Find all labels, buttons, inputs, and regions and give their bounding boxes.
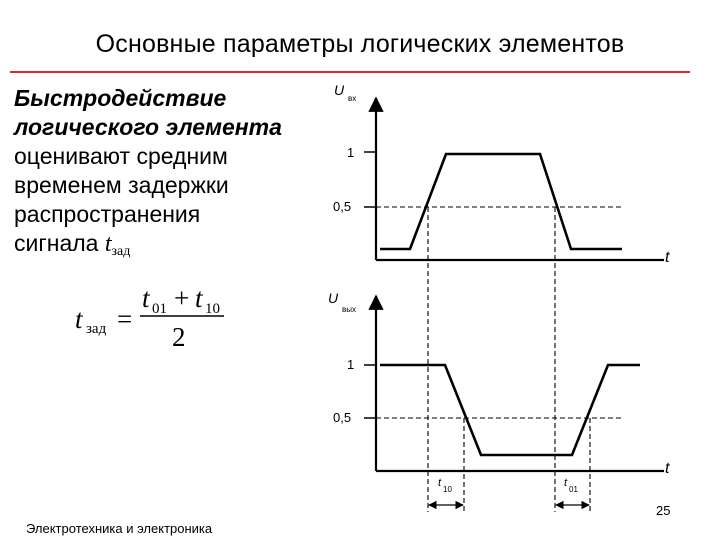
delay-t10: t 10 — [428, 477, 464, 510]
input-level-half: 0,5 — [333, 199, 351, 214]
title-divider — [10, 71, 690, 73]
output-time-label: t — [665, 460, 670, 477]
delay-t01-label: t — [564, 477, 568, 489]
input-level-high: 1 — [347, 145, 354, 160]
text-line-2: логического элемента — [14, 114, 282, 140]
output-axis-label-sub: вых — [342, 305, 356, 314]
output-axis-label: U — [328, 290, 339, 306]
formula-num-a-sub: 01 — [152, 301, 167, 317]
output-plot: U вых 1 0,5 t — [328, 290, 670, 477]
text-line-1: Быстродействие — [14, 85, 227, 111]
output-level-high: 1 — [347, 357, 354, 372]
output-level-half: 0,5 — [333, 410, 351, 425]
projection-lines — [427, 207, 591, 512]
delay-symbol: tзад — [104, 231, 131, 259]
delay-symbol-t: t — [104, 231, 112, 257]
formula-equals: = — [117, 304, 132, 334]
formula-lhs: t — [75, 304, 84, 334]
input-time-label: t — [665, 249, 670, 266]
text-line-3: оценивают средним — [14, 143, 228, 169]
delay-formula: t зад = t 01 + t 10 2 — [75, 283, 224, 352]
slide-title: Основные параметры логических элементов — [95, 30, 625, 58]
input-axis-label-sub: вх — [348, 94, 356, 103]
footer-course-name: Электротехника и электроника — [26, 521, 213, 536]
delay-t10-label: t — [438, 477, 442, 489]
formula-num-a: t — [142, 283, 151, 313]
formula-lhs-sub: зад — [86, 321, 107, 337]
delay-t01: t 01 — [555, 477, 590, 510]
formula-num-b: t — [195, 283, 204, 313]
input-signal — [380, 152, 622, 251]
delay-t10-sub: 10 — [443, 485, 452, 494]
input-axis-label: U — [334, 82, 345, 98]
input-plot: U вх 1 0,5 t — [333, 82, 670, 266]
text-line-5: распространения — [14, 201, 201, 227]
delay-symbol-sub: зад — [111, 244, 131, 259]
text-line-4: временем задержки — [14, 172, 229, 198]
text-line-6-prefix: сигнала — [14, 230, 99, 256]
description-text: Быстродействие логического элемента оцен… — [14, 84, 314, 266]
formula-denominator: 2 — [172, 322, 186, 352]
text-line-6: сигнала tзад — [14, 229, 314, 266]
delay-t01-sub: 01 — [569, 485, 578, 494]
page-number: 25 — [656, 503, 671, 518]
formula-plus: + — [174, 283, 189, 313]
output-signal — [380, 363, 640, 457]
formula-num-b-sub: 10 — [205, 301, 220, 317]
